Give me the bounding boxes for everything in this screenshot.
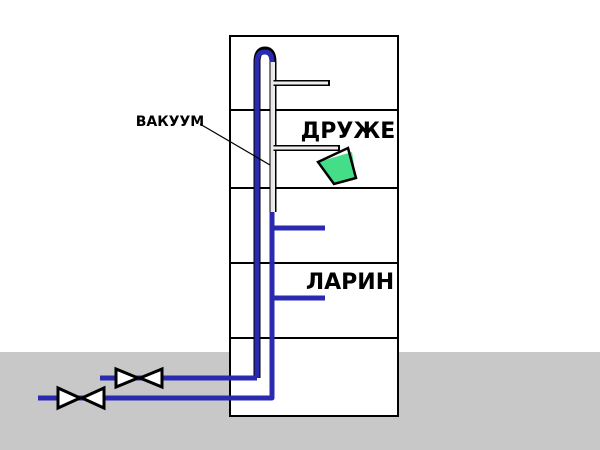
floor-label-lower: ЛАРИН: [306, 270, 394, 295]
glass-icon: [316, 146, 358, 186]
valve-icon: [56, 385, 106, 411]
vacuum-label: ВАКУУМ: [136, 114, 204, 130]
main-riser: [254, 49, 275, 378]
valve-icon: [114, 366, 164, 390]
inlet-pipe-lower: [38, 212, 275, 401]
vacuum-pointer-line: [199, 123, 271, 166]
floor-label-upper: ДРУЖЕ: [301, 119, 396, 144]
